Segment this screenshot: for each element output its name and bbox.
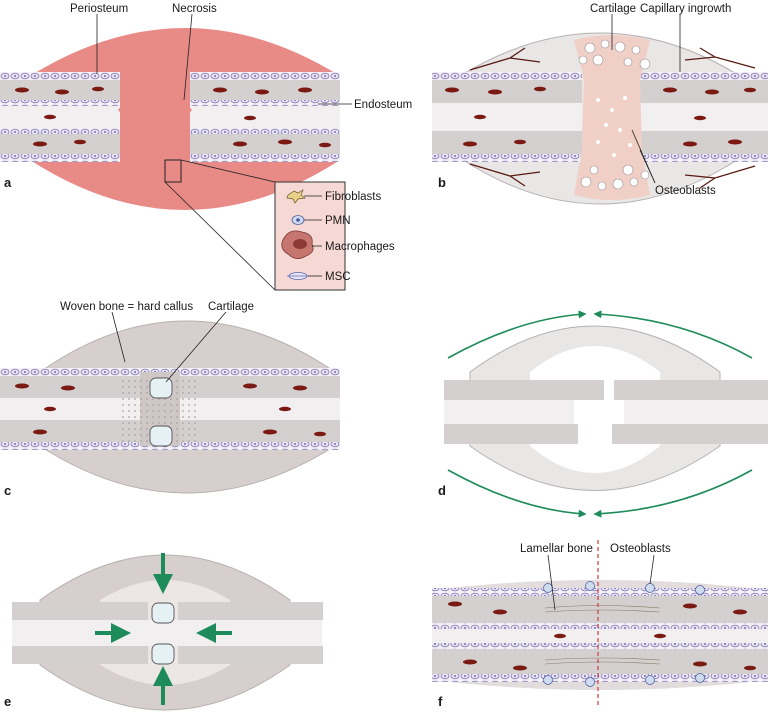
bone-shaft-f [432,588,768,682]
panel-f: Lamellar bone Osteoblasts f [432,540,768,709]
label-woven: Woven bone = hard callus [60,301,193,313]
zoom-box [164,159,182,183]
label-capillary: Capillary ingrowth [640,3,731,15]
label-msc: MSC [325,271,351,283]
label-lamellar: Lamellar bone [520,543,593,555]
pmn-icon [291,215,305,225]
panel-letter-a: a [4,175,12,190]
panel-letter-f: f [438,694,443,709]
cartilage-islands [149,377,173,447]
label-necrosis: Necrosis [172,3,217,15]
label-macrophages: Macrophages [325,241,395,253]
panel-letter-b: b [438,175,446,190]
panel-a: Periosteum Necrosis Endosteum Fibroblast… [0,3,412,291]
bone-shaft-b [432,72,768,162]
cell-legend [274,181,346,291]
label-periosteum: Periosteum [70,3,128,15]
bone-shaft-a [0,72,340,162]
macrophage-icon [281,230,314,259]
label-cartilage-b: Cartilage [590,3,636,15]
panel-e: e [4,553,323,711]
panel-letter-d: d [438,483,446,498]
panel-d: d [438,310,768,518]
panel-letter-c: c [4,483,11,498]
label-cartilage-c: Cartilage [208,301,254,313]
green-arrows-e [95,553,232,705]
panel-letter-e: e [4,694,11,709]
cartilage-zone [574,35,650,200]
label-osteoblasts-f: Osteoblasts [610,543,671,555]
bone-shaft-e [12,602,323,664]
panel-c: Woven bone = hard callus Cartilage c [0,301,340,498]
green-arrows-d [447,310,753,518]
msc-icon [287,272,309,280]
label-pmn: PMN [325,215,351,227]
label-endosteum: Endosteum [354,99,412,111]
label-osteoblasts-b: Osteoblasts [655,185,716,197]
capillaries [469,47,756,189]
panel-b: Cartilage Capillary ingrowth Osteoblasts… [432,3,768,205]
label-fibroblasts: Fibroblasts [325,191,381,203]
bone-shaft-d [444,380,768,444]
osteoblast-cells-f [543,581,705,687]
fibroblast-icon [286,189,306,204]
